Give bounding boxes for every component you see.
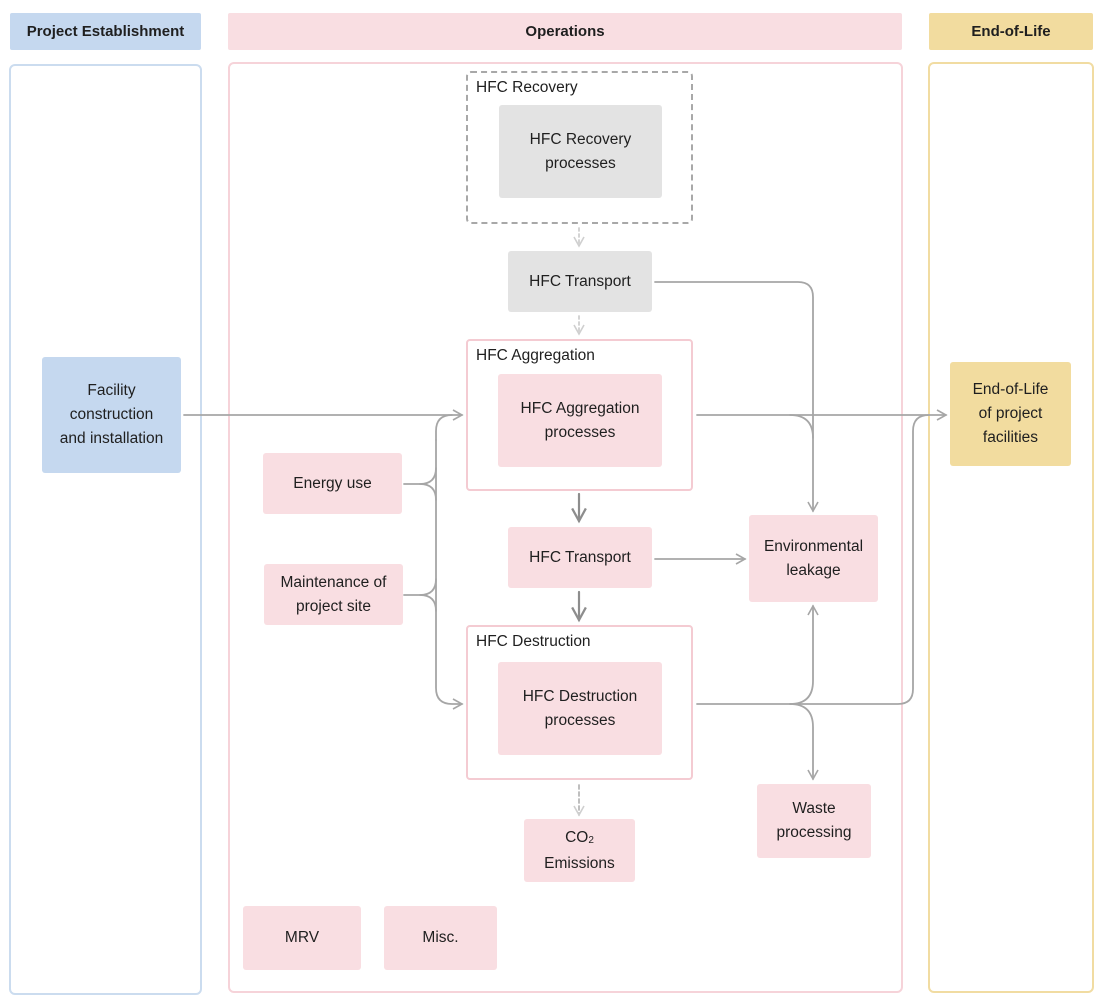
node-environmental-leakage-line2: leakage [786, 561, 841, 579]
group-hfc-destruction-title: HFC Destruction [476, 633, 591, 650]
node-hfc-transport-top: HFC Transport [508, 251, 652, 312]
node-facility-construction: Facility construction and installation [42, 357, 181, 473]
node-co2-emissions: CO2 Emissions [524, 819, 635, 882]
column-operations [228, 62, 903, 993]
node-facility-line2: construction [69, 406, 154, 423]
node-co2-subscript: 2 [588, 834, 594, 846]
node-environmental-leakage-line1: Environmental [763, 537, 864, 555]
node-hfc-recovery-processes-line1: HFC Recovery [529, 130, 632, 148]
connector-energy-use-lower [419, 483, 437, 501]
node-co2-emissions-line1: CO2 [544, 826, 615, 852]
arrow-destruction-to-leakage [789, 604, 819, 705]
node-hfc-destruction-processes-line1: HFC Destruction [522, 687, 638, 705]
header-operations: Operations [228, 13, 902, 50]
node-facility-line1: Facility [87, 382, 136, 399]
header-operations-label: Operations [525, 23, 605, 40]
node-energy-use-label: Energy use [293, 474, 372, 492]
node-end-of-life-line2: of project [978, 405, 1043, 422]
node-misc: Misc. [384, 906, 497, 970]
node-hfc-aggregation-processes-line2: processes [544, 423, 616, 441]
group-hfc-recovery-title: HFC Recovery [476, 79, 578, 96]
node-hfc-aggregation-processes: HFC Aggregation processes [498, 374, 662, 467]
column-end-of-life [928, 62, 1094, 993]
node-maintenance-line1: Maintenance of [280, 573, 387, 591]
node-facility-line3: and installation [59, 430, 164, 447]
group-hfc-aggregation-title: HFC Aggregation [476, 347, 595, 364]
node-maintenance-of-project-site: Maintenance of project site [264, 564, 403, 625]
node-energy-use: Energy use [263, 453, 402, 514]
node-hfc-recovery-processes: HFC Recovery processes [499, 105, 662, 198]
connector-bus-vertical [435, 439, 464, 710]
header-end-of-life-label: End-of-Life [971, 23, 1051, 40]
connector-maintenance [403, 578, 437, 596]
node-hfc-destruction-processes: HFC Destruction processes [498, 662, 662, 755]
column-project-establishment [9, 64, 202, 995]
arrow-transport-to-leakage [654, 281, 819, 513]
node-misc-label: Misc. [422, 929, 459, 946]
node-hfc-transport-mid: HFC Transport [508, 527, 652, 588]
node-end-of-life-line3: facilities [982, 429, 1039, 446]
node-environmental-leakage: Environmental leakage [749, 515, 878, 602]
node-co2-formula: CO [565, 828, 589, 846]
node-hfc-transport-mid-label: HFC Transport [529, 548, 631, 566]
node-mrv: MRV [243, 906, 361, 970]
connector-destruction-out [696, 414, 930, 705]
connector-bus-up [435, 414, 453, 441]
node-hfc-recovery-processes-line2: processes [545, 154, 616, 172]
arrow-destruction-to-waste [789, 703, 819, 781]
connector-aggregation-to-leakage [789, 414, 814, 439]
header-end-of-life: End-of-Life [929, 13, 1093, 50]
node-end-of-life-line1: End-of-Life [972, 381, 1049, 398]
node-waste-processing-line2: processing [776, 824, 852, 841]
node-waste-processing: Waste processing [757, 784, 871, 858]
node-hfc-destruction-processes-line2: processes [544, 711, 616, 729]
connector-energy-use [403, 467, 437, 485]
node-end-of-life-facilities: End-of-Life of project facilities [950, 362, 1071, 466]
node-co2-emissions-line2: Emissions [544, 854, 615, 872]
connector-maintenance-lower [419, 594, 437, 612]
node-hfc-transport-top-label: HFC Transport [529, 272, 631, 290]
node-waste-processing-line1: Waste [792, 800, 836, 817]
header-project-establishment-label: Project Establishment [26, 23, 185, 40]
node-mrv-label: MRV [284, 929, 320, 946]
node-maintenance-line2: project site [296, 597, 371, 615]
node-hfc-aggregation-processes-line1: HFC Aggregation [520, 399, 640, 417]
header-project-establishment: Project Establishment [10, 13, 201, 50]
